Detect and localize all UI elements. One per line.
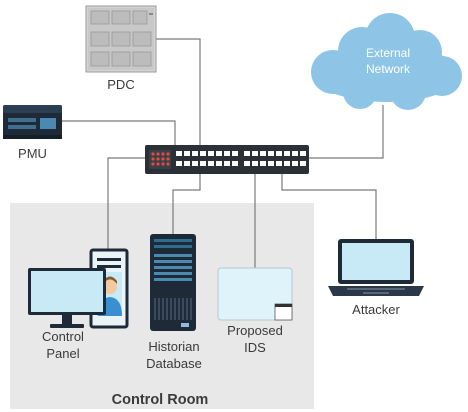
link-pmu-switch <box>62 120 176 145</box>
link-controlpanel-switch <box>107 157 147 252</box>
cloud-icon <box>311 13 462 110</box>
attacker-laptop-icon <box>328 239 424 296</box>
proposed-ids-label: Proposed IDS <box>227 323 283 355</box>
network-switch-icon <box>145 145 309 174</box>
control-room-label: Control Room <box>111 392 209 408</box>
attacker-label: Attacker <box>352 302 400 317</box>
historian-database-label: Historian Database <box>146 339 202 371</box>
link-external-switch <box>308 105 384 159</box>
control-panel-icon <box>28 248 129 329</box>
pdc-label: PDC <box>107 77 135 92</box>
historian-database-icon <box>150 234 196 331</box>
pmu-device-icon <box>3 105 62 139</box>
pmu-label: PMU <box>18 146 47 161</box>
pdc-server-icon <box>85 5 157 73</box>
connection-lines <box>62 38 384 268</box>
link-historian-switch <box>172 173 201 234</box>
link-attacker-switch <box>281 173 377 242</box>
proposed-ids-icon <box>217 267 293 321</box>
control-panel-label: Control Panel <box>42 329 84 361</box>
external-network-label: External Network <box>365 46 411 76</box>
link-pdc-switch <box>155 38 201 145</box>
